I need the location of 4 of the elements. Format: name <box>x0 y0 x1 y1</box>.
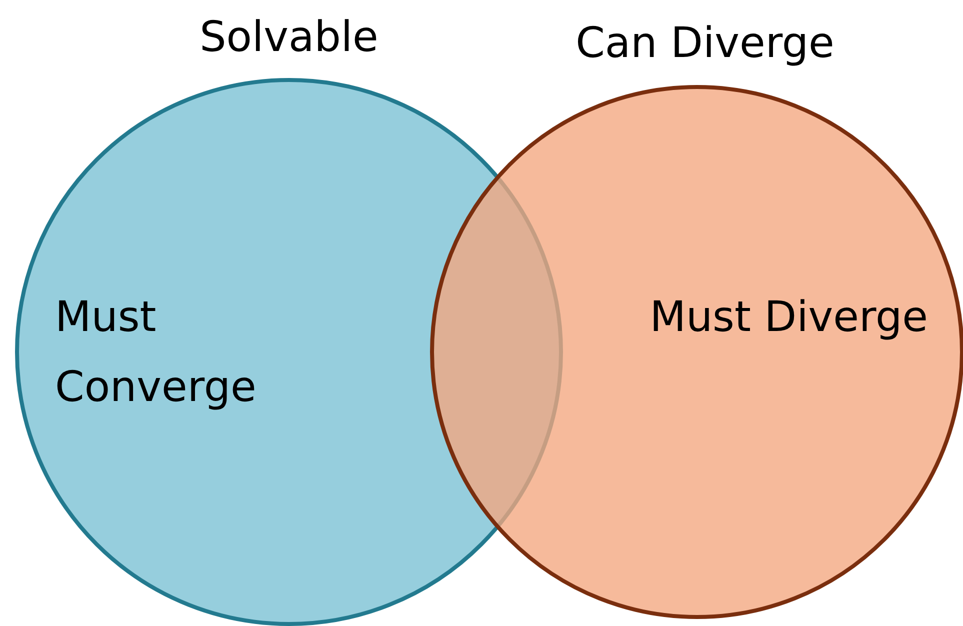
region-label: Must Diverge <box>648 291 928 343</box>
region-label: Must Converge <box>55 291 258 413</box>
set-heading: Solvable <box>200 11 378 63</box>
set-heading: Can Diverge <box>576 17 834 69</box>
